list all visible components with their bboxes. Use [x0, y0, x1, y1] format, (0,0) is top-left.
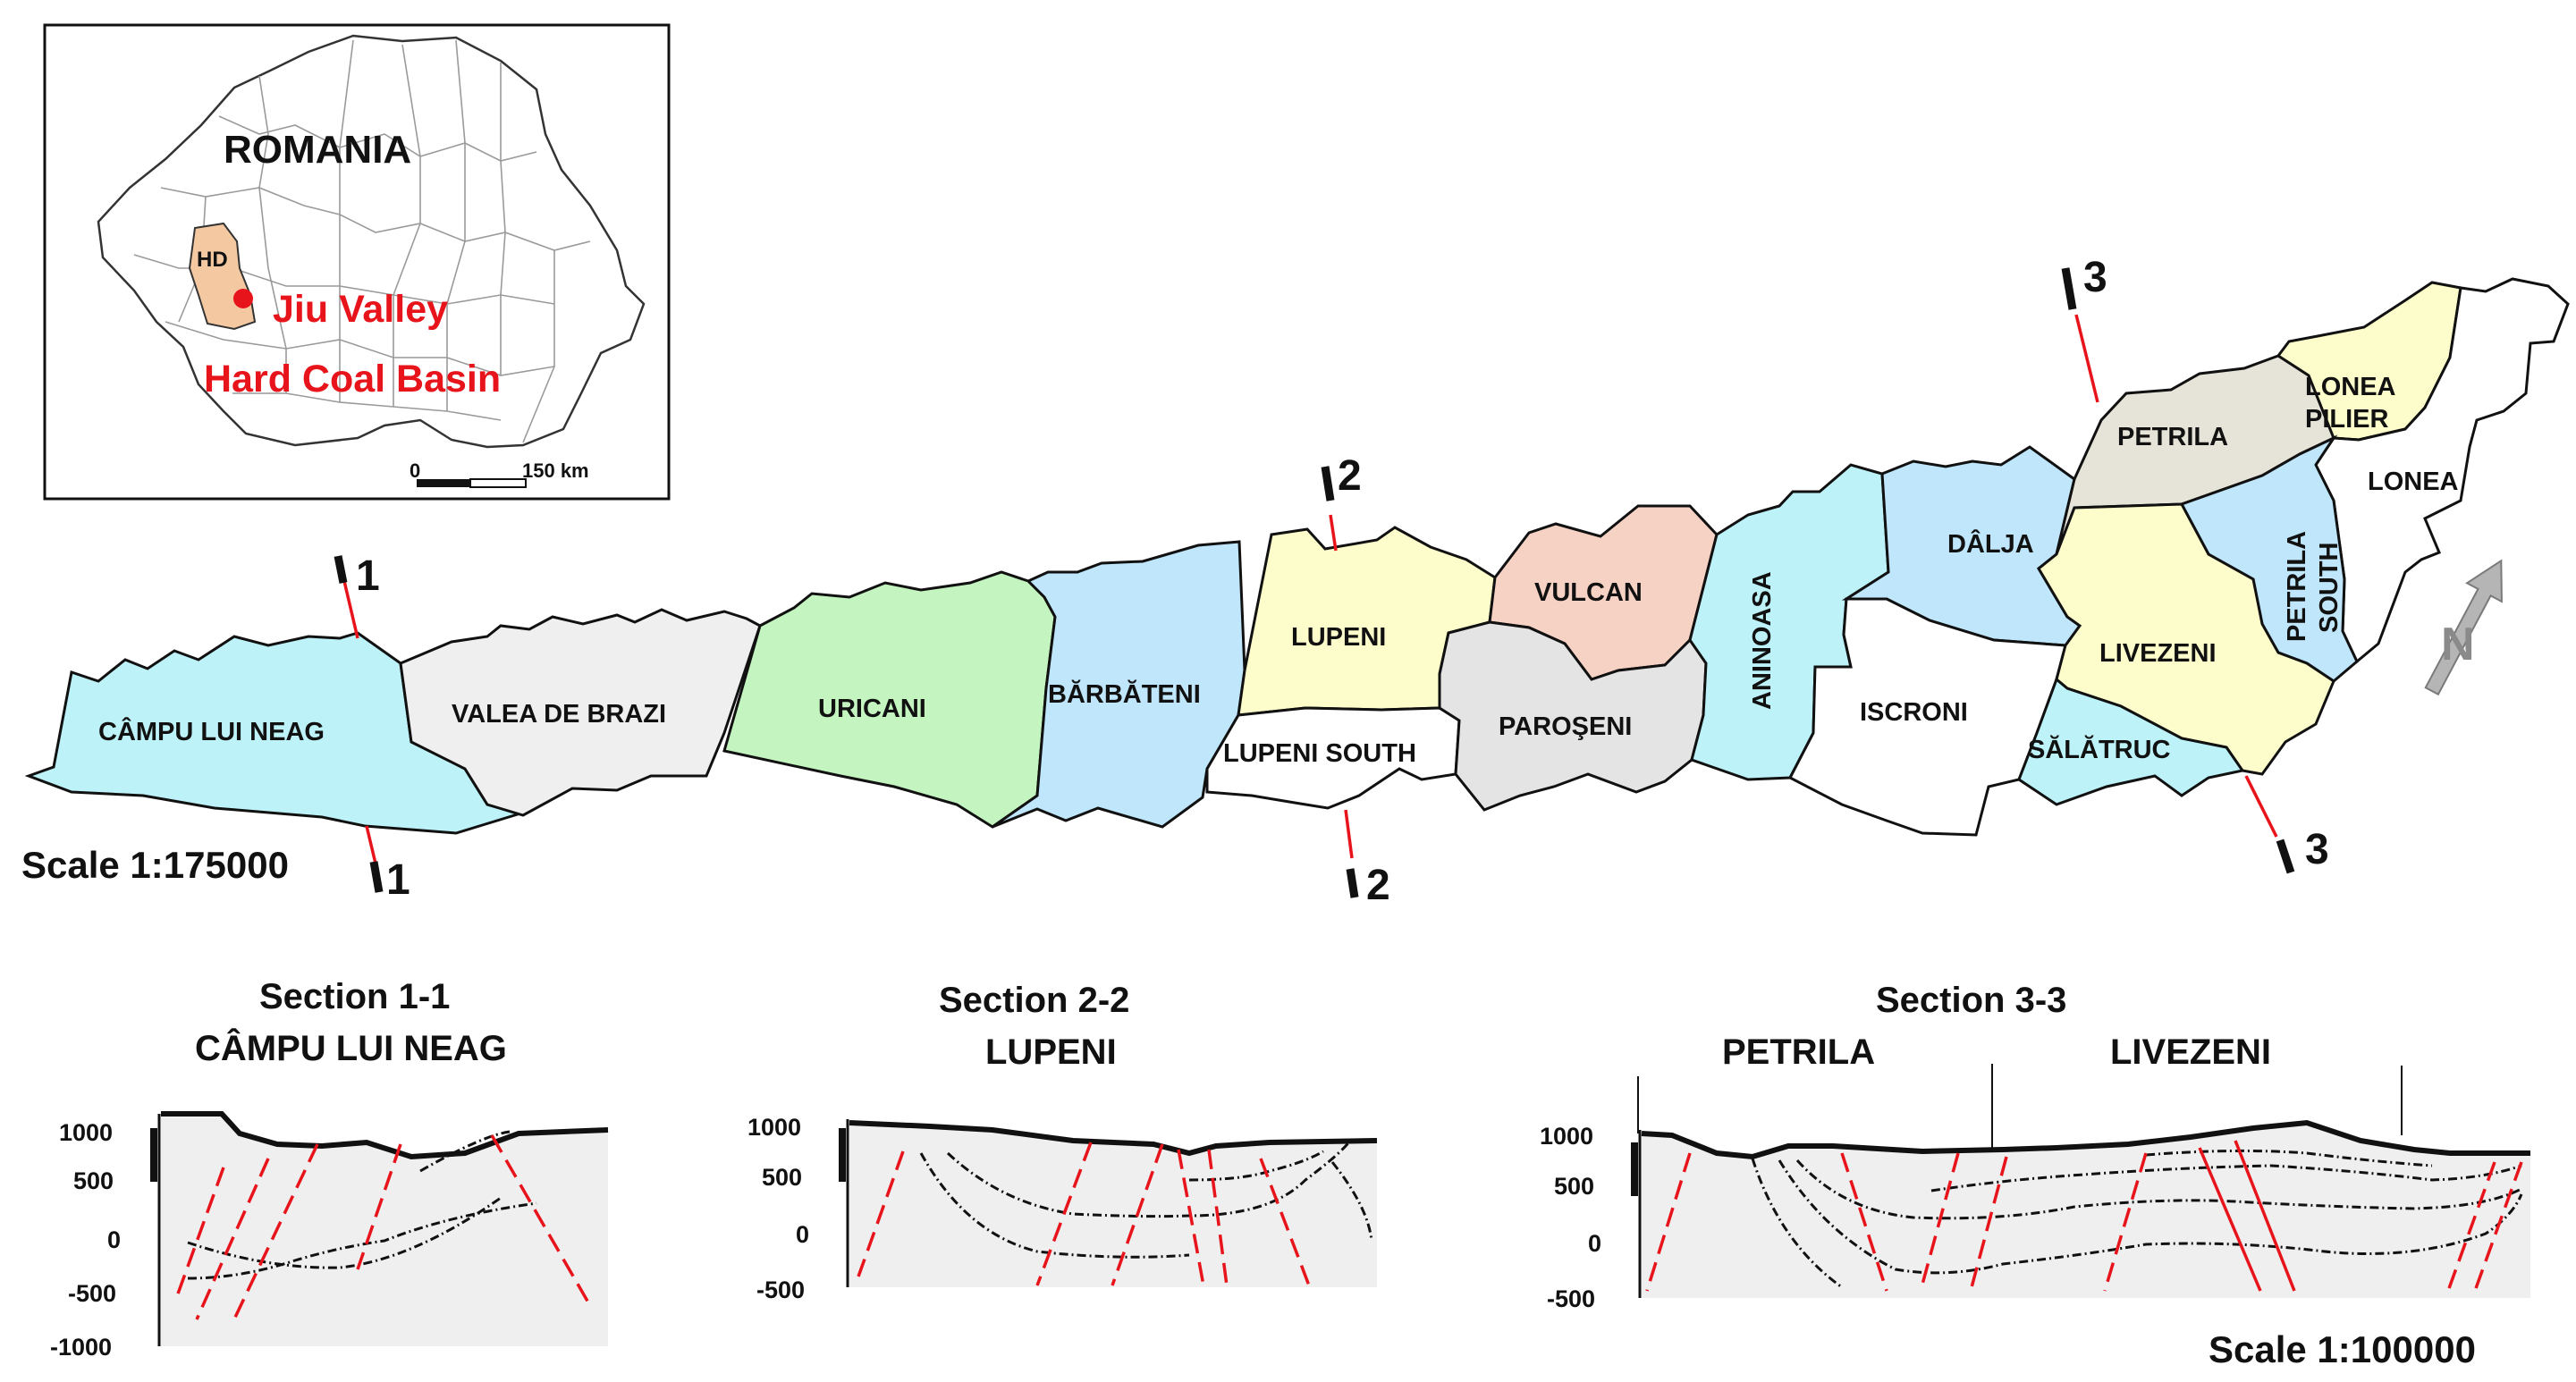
- section-marker-1-north: 1: [356, 552, 380, 600]
- north-arrow-label: N: [2441, 619, 2475, 670]
- sections-scale-label: Scale 1:100000: [2209, 1328, 2476, 1370]
- label-petrila-south-line1: PETRILA: [2283, 531, 2311, 642]
- section-3-tick-0: 0: [1588, 1230, 1601, 1257]
- basin-label-line2: Hard Coal Basin: [204, 358, 501, 400]
- section-3-tick-minus500: -500: [1547, 1285, 1595, 1312]
- label-valea-de-brazi: VALEA DE BRAZI: [452, 700, 666, 729]
- section-2-title: Section 2-2: [939, 981, 1129, 1020]
- section-3-title: Section 3-3: [1876, 981, 2066, 1020]
- section-marker-2-north: 2: [1338, 452, 1362, 500]
- section-2-tick-500: 500: [762, 1164, 802, 1191]
- section-3-tick-500: 500: [1554, 1173, 1594, 1200]
- section-1-tick-500: 500: [73, 1167, 114, 1194]
- north-arrow: N: [2424, 559, 2503, 696]
- field-salatruc: [2017, 677, 2245, 806]
- field-barbateni: [992, 540, 1246, 829]
- romania-outline: [97, 34, 646, 449]
- label-iscroni: ISCRONI: [1860, 698, 1968, 727]
- section-1-tick-minus1000: -1000: [50, 1334, 112, 1361]
- label-petrila-south-line2: SOUTH: [2315, 543, 2344, 634]
- section-3-3: Section 3-3 PETRILA LIVEZENI 1000 500 0 …: [1540, 981, 2530, 1312]
- section-1-subtitle: CÂMPU LUI NEAG: [195, 1027, 507, 1068]
- label-paroseni: PAROŞENI: [1499, 712, 1632, 741]
- section-3-subtitle-left: PETRILA: [1722, 1032, 1875, 1072]
- label-lonea-pilier-line1: LONEA: [2305, 373, 2396, 401]
- section-1-surface: [161, 1111, 609, 1160]
- section-marker-3-south: 3: [2305, 826, 2329, 873]
- label-lupeni: LUPENI: [1291, 623, 1386, 652]
- section-3-surface: [1641, 1119, 2530, 1160]
- label-dalja: DÂLJA: [1947, 528, 2034, 559]
- country-label: ROMANIA: [224, 128, 411, 172]
- field-lonea: [2314, 277, 2570, 664]
- section-marker-3-north: 3: [2083, 254, 2107, 301]
- field-paroseni: [1438, 620, 1708, 812]
- section-1-title: Section 1-1: [259, 977, 450, 1016]
- section-line-2-2: 2 2: [1321, 452, 1390, 909]
- section-marker-2-south: 2: [1366, 862, 1390, 909]
- label-aninoasa: ANINOASA: [1748, 571, 1777, 710]
- section-2-subtitle: LUPENI: [985, 1032, 1117, 1072]
- label-livezeni: LIVEZENI: [2099, 639, 2217, 668]
- section-3-body: [1642, 1123, 2530, 1298]
- county-label-hd: HD: [197, 248, 228, 272]
- section-1-tick-0: 0: [107, 1226, 121, 1253]
- section-1-tick-1000: 1000: [59, 1119, 113, 1146]
- section-1-1: Section 1-1 CÂMPU LUI NEAG 1000 500 0 -5…: [50, 977, 609, 1361]
- label-lonea-pilier-line2: PILIER: [2305, 405, 2389, 434]
- basin-label-line1: Jiu Valley: [273, 288, 448, 331]
- section-2-tick-0: 0: [796, 1221, 809, 1248]
- section-2-tick-1000: 1000: [747, 1114, 801, 1141]
- label-campu-lui-neag: CÂMPU LUI NEAG: [98, 716, 325, 746]
- section-1-tick-minus500: -500: [68, 1280, 116, 1307]
- section-line-3-3: 3 3: [2061, 254, 2329, 874]
- label-vulcan: VULCAN: [1534, 578, 1643, 607]
- section-2-tick-minus500: -500: [756, 1277, 805, 1303]
- basin-marker: [233, 289, 253, 308]
- section-3-subtitle-right: LIVEZENI: [2110, 1032, 2271, 1072]
- label-lonea: LONEA: [2368, 468, 2459, 496]
- map-scale-label: Scale 1:175000: [21, 844, 289, 886]
- section-1-body: [161, 1114, 608, 1346]
- label-barbateni: BĂRBĂTENI: [1048, 679, 1201, 709]
- section-2-body: [849, 1123, 1377, 1287]
- field-iscroni: [1787, 597, 2067, 837]
- coal-basin-map: CÂMPU LUI NEAG VALEA DE BRAZI URICANI BĂ…: [21, 254, 2570, 909]
- label-salatruc: SĂLĂTRUC: [2028, 735, 2171, 764]
- section-3-tick-1000: 1000: [1540, 1123, 1593, 1150]
- label-petrila: PETRILA: [2117, 423, 2228, 451]
- label-uricani: URICANI: [818, 695, 926, 723]
- section-2-2: Section 2-2 LUPENI 1000 500 0 -500: [747, 981, 1378, 1303]
- romania-inset-map: HD ROMANIA Jiu Valley Hard Coal Basin 0 …: [43, 23, 671, 501]
- section-marker-1-south: 1: [386, 856, 410, 904]
- label-lupeni-south: LUPENI SOUTH: [1223, 739, 1416, 768]
- field-valea-de-brazi: [399, 608, 762, 817]
- inset-scale-start: 0: [410, 459, 420, 482]
- section-line-1-1: 1 1: [334, 552, 410, 904]
- section-2-surface: [849, 1120, 1378, 1157]
- inset-scale-bar: 0 150 km: [410, 459, 589, 488]
- inset-scale-end: 150 km: [522, 459, 589, 482]
- field-lupeni-south: [1205, 706, 1461, 810]
